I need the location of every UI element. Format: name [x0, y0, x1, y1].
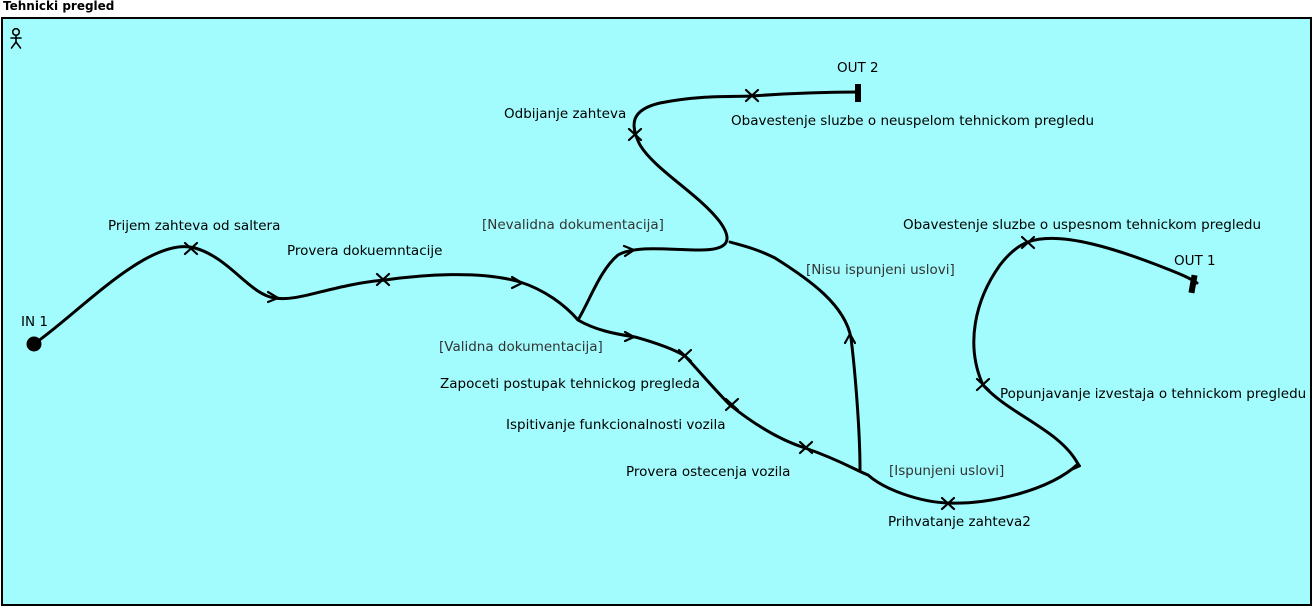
flow-arrow	[622, 244, 636, 258]
task-label-zapoceti: Zapoceti postupak tehnickog pregleda	[440, 376, 700, 392]
guard-label-validna: [Validna dokumentacija]	[439, 339, 603, 355]
task-marker-prihvatanje	[940, 496, 956, 511]
flow-path-main	[32, 236, 1199, 505]
task-label-obavestenje-neuspeh: Obavestenje sluzbe o neuspelom tehnickom…	[731, 113, 1094, 129]
task-label-prijem: Prijem zahteva od saltera	[108, 218, 280, 234]
task-marker-provera-ostecenja	[798, 440, 814, 455]
in1-label: IN 1	[21, 314, 48, 330]
person-icon	[10, 27, 22, 49]
task-marker-zapoceti	[677, 348, 693, 363]
flow-arrow	[623, 330, 636, 343]
guard-label-nevalidna: [Nevalidna dokumentacija]	[482, 217, 664, 233]
diagram-title: Tehnicki pregled	[3, 0, 115, 13]
flow-arrow	[843, 332, 857, 345]
end-bar-out1	[1188, 274, 1198, 294]
task-marker-prijem	[183, 241, 199, 256]
task-label-prihvatanje: Prihvatanje zahteva2	[888, 514, 1031, 530]
task-marker-popunjavanje	[975, 377, 991, 392]
end-bar-out2	[855, 84, 861, 102]
task-marker-odbijanje	[627, 127, 643, 142]
diagram-canvas: IN 1 OUT 2 OUT 1 Prijem zahteva od salte…	[1, 17, 1312, 606]
task-marker-obavestenje-uspeh	[1020, 235, 1036, 250]
start-node	[26, 336, 42, 352]
out2-label: OUT 2	[837, 60, 879, 76]
task-label-provera-ostecenja: Provera ostecenja vozila	[626, 464, 790, 480]
guard-label-nisu-ispunjeni: [Nisu ispunjeni uslovi]	[806, 262, 955, 278]
out1-label: OUT 1	[1174, 253, 1216, 269]
task-label-popunjavanje: Popunjavanje izvestaja o tehnickom pregl…	[1000, 386, 1306, 402]
process-diagram: IN 1 OUT 2 OUT 1 Prijem zahteva od salte…	[10, 27, 1306, 530]
flow-arrow	[266, 290, 280, 304]
flow-arrow	[510, 275, 524, 290]
task-label-provera-dokumentacije: Provera dokuemntacije	[287, 243, 442, 259]
task-label-ispitivanje: Ispitivanje funkcionalnosti vozila	[506, 417, 726, 433]
task-marker-provera-dokumentacije	[375, 272, 391, 287]
task-label-odbijanje: Odbijanje zahteva	[504, 106, 626, 122]
task-marker-ispitivanje	[724, 397, 740, 412]
task-label-obavestenje-uspeh: Obavestenje sluzbe o uspesnom tehnickom …	[903, 217, 1261, 233]
flow-arrow	[1069, 456, 1082, 472]
guard-label-ispunjeni: [Ispunjeni uslovi]	[889, 463, 1004, 479]
task-marker-obavestenje-neuspeh	[744, 88, 760, 103]
flow-path-loop	[728, 240, 862, 472]
